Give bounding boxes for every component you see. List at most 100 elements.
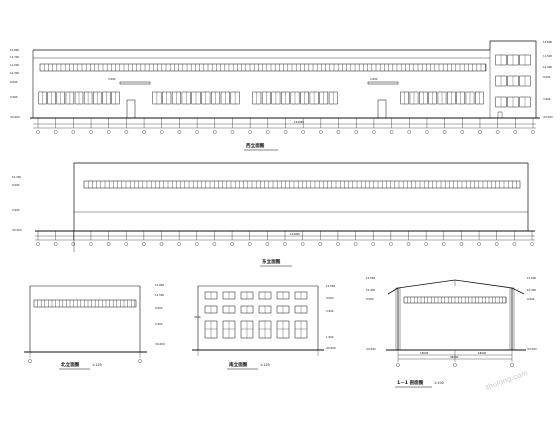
- east-axis-bubble: [89, 242, 93, 246]
- section-dim-18000-a: 18000: [420, 351, 429, 355]
- section-right-level-10300: 10.300: [527, 288, 536, 292]
- north-level-11500: 11.500: [155, 293, 164, 297]
- north-elevation-scale: 1:150: [92, 363, 102, 367]
- east-axis-bubble: [195, 242, 199, 246]
- section-generated-geometry: [395, 287, 515, 367]
- east-level-0: ±0.000: [12, 228, 22, 232]
- west-axis-bubble: [319, 130, 323, 134]
- east-axis-bubble: [442, 242, 446, 246]
- east-level-9000: 9.000: [12, 183, 20, 187]
- east-axis-bubble: [265, 242, 270, 246]
- east-axis-bubble: [406, 242, 411, 246]
- west-axis-bubble: [425, 130, 429, 134]
- west-axis-bubble: [36, 130, 40, 134]
- west-axis-bubble: [71, 130, 76, 134]
- west-axis-bubble: [354, 130, 358, 134]
- west-right-level-0: ±0.000: [543, 115, 553, 119]
- east-axis-bubble: [371, 242, 375, 246]
- east-axis-bubble: [424, 242, 428, 246]
- west-right-level-10300: 10.300: [543, 65, 552, 69]
- west-level-10300: 10.300: [10, 71, 19, 75]
- east-level-10300: 10.300: [12, 175, 21, 179]
- north-level-0: ±0.000: [155, 342, 165, 346]
- east-axis-bubble: [530, 242, 534, 246]
- east-axis-bubble: [459, 242, 464, 246]
- section-left-level-9000: 9.000: [366, 297, 374, 301]
- section-axis-bubble: [510, 363, 514, 367]
- south-level-left: 3000: [194, 315, 201, 319]
- west-canopy: [367, 81, 399, 85]
- east-axis-bubble: [353, 242, 358, 246]
- west-axis-bubble: [531, 130, 535, 134]
- north-outline: [29, 285, 141, 352]
- south-level-9000: 9.000: [326, 296, 334, 300]
- west-axis-bubble: [124, 130, 129, 134]
- section-left-level-10300: 10.300: [366, 288, 375, 292]
- north-generated-geometry: [28, 299, 142, 363]
- west-level-0: ±0.000: [10, 115, 20, 119]
- south-level-12000: 12.000: [326, 284, 335, 288]
- east-axis-bubble: [494, 242, 499, 246]
- west-axis-bubble: [177, 130, 182, 134]
- west-axis-bubble: [248, 130, 252, 134]
- watermark: zhulong.com: [484, 369, 529, 392]
- west-clerestory-frame: [39, 63, 487, 72]
- west-axis-bubble: [389, 130, 394, 134]
- east-elevation: 10.300 9.000 3.900 ±0.000 144000 东立面图: [12, 162, 535, 267]
- south-elevation: 3000 12.000 9.000 3.900 1.500 ±0.000 南立面…: [192, 284, 336, 370]
- section-dim-18000-b: 18000: [478, 351, 487, 355]
- east-axis-bubble: [71, 242, 76, 246]
- west-axis-bubble: [53, 130, 58, 134]
- east-axis-bubble: [159, 242, 164, 246]
- section-roof: [387, 279, 525, 295]
- west-axis-bubble: [513, 130, 518, 134]
- west-right-level-11500: 11.500: [543, 54, 552, 58]
- west-level-15800: 15.800: [10, 48, 19, 52]
- north-elevation-title: 北立面图: [61, 361, 80, 368]
- east-outline: [73, 162, 529, 231]
- west-level-11500: 11.500: [10, 63, 19, 67]
- west-level-12700: 12.700: [10, 55, 19, 59]
- west-axis-bubble: [142, 130, 146, 134]
- west-overall-dim: 144000: [294, 120, 304, 124]
- east-axis-bubble: [230, 242, 234, 246]
- east-axis-bubble: [106, 242, 111, 246]
- east-axis-bubble: [512, 242, 517, 246]
- section-dim-36000: 36000: [450, 355, 459, 359]
- west-axis-bubble: [442, 130, 447, 134]
- east-generated-geometry: [36, 180, 534, 252]
- west-axis-bubble: [195, 130, 199, 134]
- section-right-level-9000: 9.000: [527, 297, 535, 301]
- east-level-3900: 3.900: [12, 208, 20, 212]
- section-axis-bubble: [396, 363, 400, 367]
- north-level-9000: 9.000: [155, 306, 163, 310]
- north-axis-bubble: [138, 359, 142, 363]
- east-axis-bubble: [142, 242, 146, 246]
- east-overall-dim: 144000: [290, 232, 300, 236]
- west-right-level-9000: 9.000: [543, 75, 551, 79]
- west-axis-bubble: [283, 130, 288, 134]
- section-left-level-0: ±0.000: [366, 347, 376, 351]
- section-axis-bubble: [453, 363, 457, 367]
- west-axis-bubble: [460, 130, 465, 134]
- east-axis-bubble: [53, 242, 58, 246]
- east-axis-bubble: [389, 242, 393, 246]
- west-axis-bubble: [372, 130, 376, 134]
- north-level-3900: 3.900: [155, 322, 163, 326]
- south-outline: [197, 285, 319, 350]
- section-1-1: 12.000 10.300 9.000 ±0.000 12.000 10.300…: [366, 276, 537, 388]
- east-axis-bubble: [336, 242, 340, 246]
- west-axis-bubble: [478, 130, 482, 134]
- west-generated-geometry: [36, 54, 535, 134]
- west-axis-bubble: [336, 130, 341, 134]
- section-left-level-12000: 12.000: [366, 276, 375, 280]
- south-level-0: ±0.000: [326, 346, 336, 350]
- west-axis-bubble: [301, 130, 305, 134]
- west-axis-bubble: [407, 130, 412, 134]
- east-axis-bubble: [124, 242, 128, 246]
- west-canopy-level-a: 3.600: [108, 77, 116, 81]
- east-axis-bubble: [477, 242, 481, 246]
- west-elevation-title: 西立面图: [246, 142, 265, 149]
- south-elevation-title: 南立面图: [229, 361, 248, 368]
